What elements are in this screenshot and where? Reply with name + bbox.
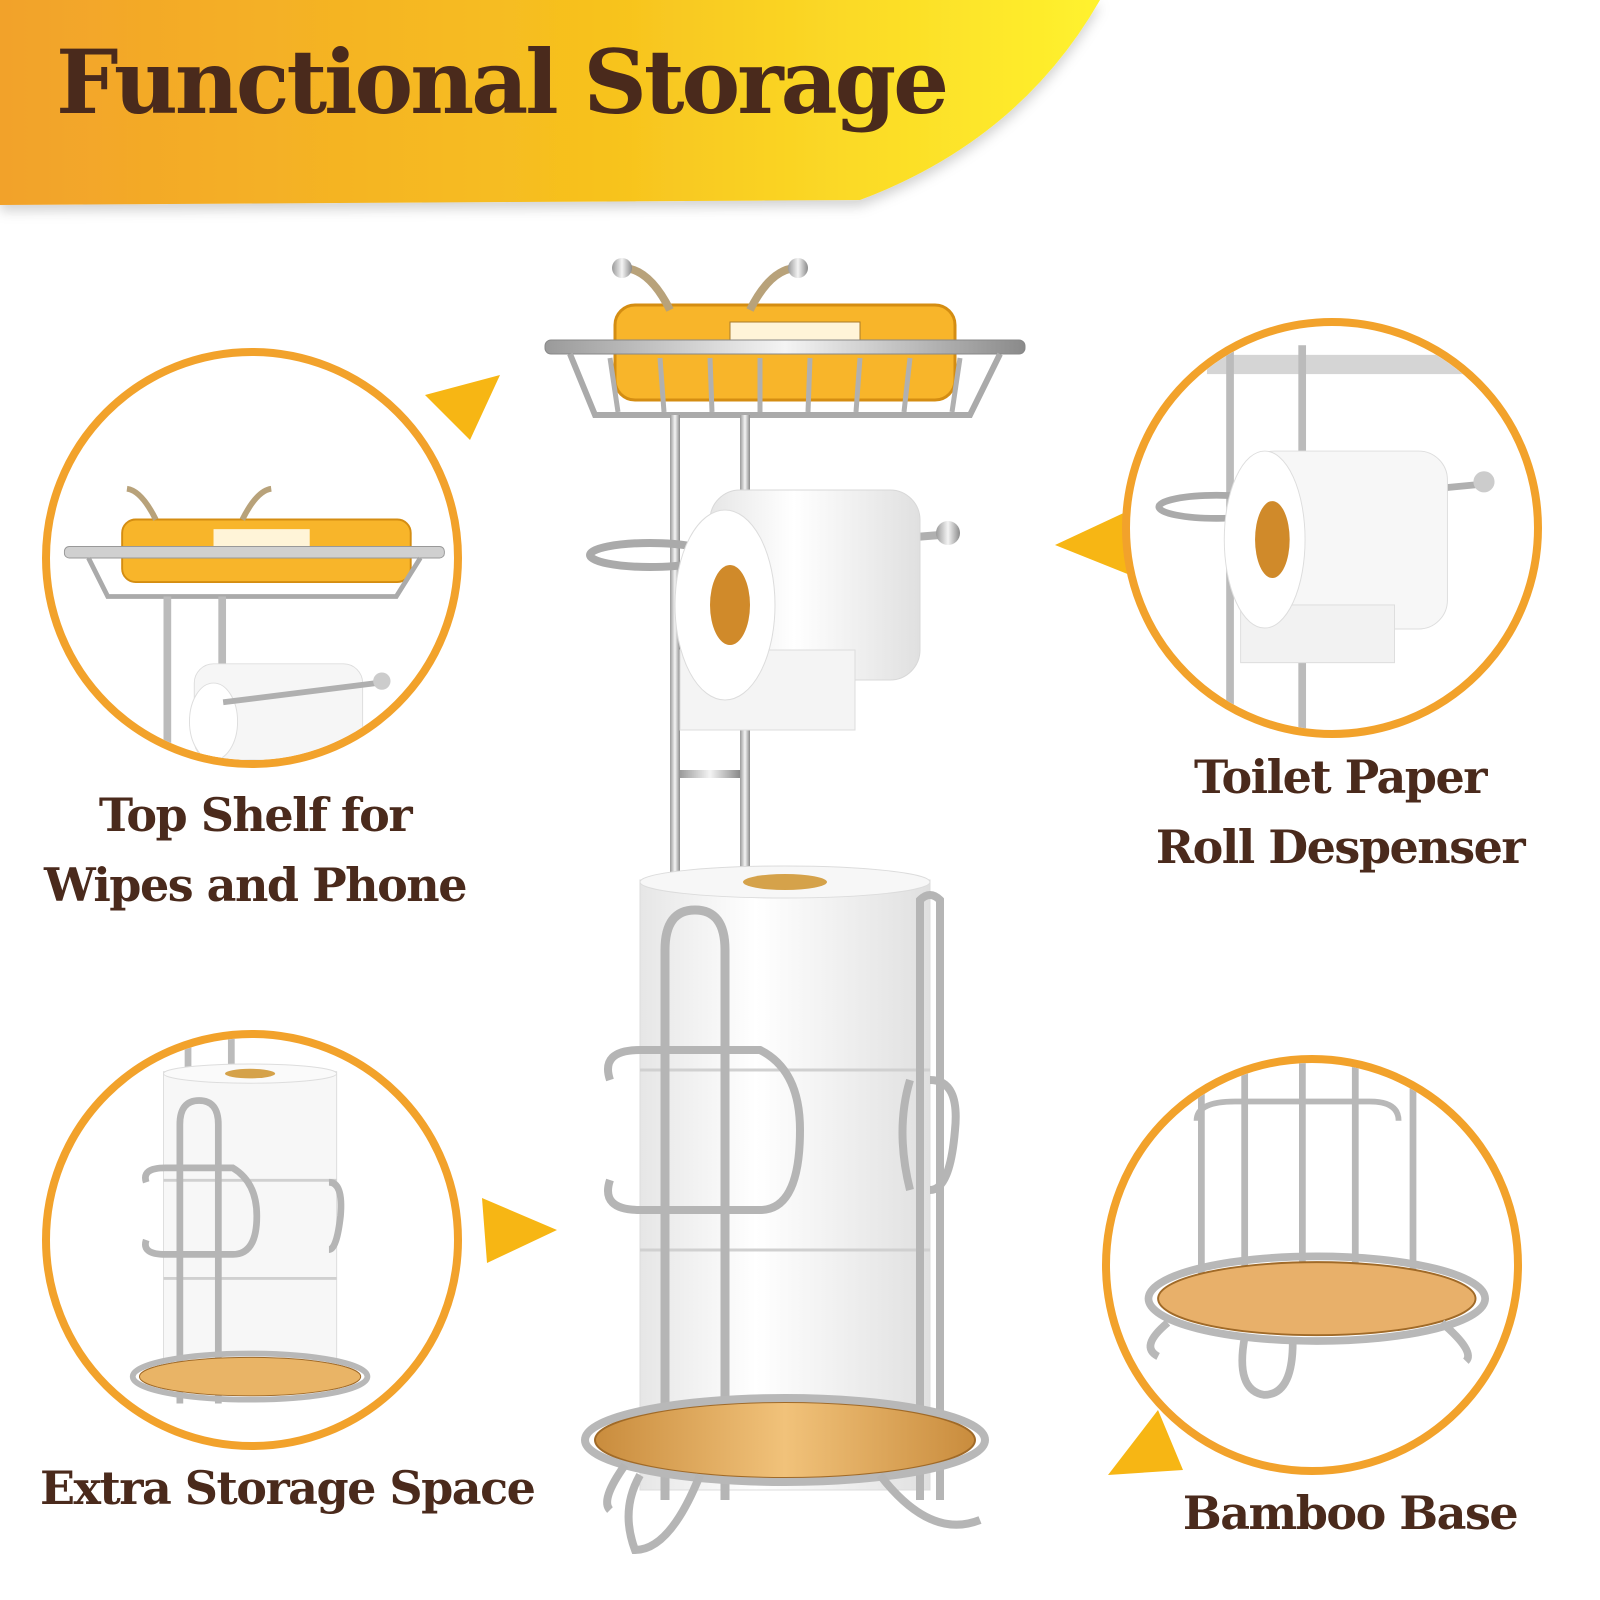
caption-bamboo-base-line1: Bamboo Base bbox=[1182, 1486, 1519, 1540]
pointer-arrow-bottom-right bbox=[1108, 1410, 1183, 1475]
caption-extra-storage-line1: Extra Storage Space bbox=[40, 1461, 536, 1515]
detail-circle-roll-dispenser bbox=[1122, 318, 1542, 738]
page-title: Functional Storage bbox=[56, 30, 949, 134]
pointer-arrow-top-right bbox=[1055, 510, 1130, 575]
caption-top-shelf: Top Shelf for Wipes and Phone bbox=[40, 780, 470, 920]
caption-roll-dispenser-line1: Toilet Paper bbox=[1194, 750, 1487, 804]
caption-top-shelf-line1: Top Shelf for bbox=[98, 788, 413, 842]
detail-circle-extra-storage bbox=[42, 1030, 462, 1450]
storage-detail-icon bbox=[129, 1038, 371, 1404]
caption-top-shelf-line2: Wipes and Phone bbox=[43, 858, 468, 912]
bamboo-base-detail-icon bbox=[1144, 1063, 1489, 1399]
detail-circle-bamboo-base bbox=[1102, 1055, 1522, 1475]
caption-roll-dispenser-line2: Roll Despenser bbox=[1155, 820, 1526, 874]
shelf-detail-icon bbox=[63, 485, 445, 760]
detail-circle-top-shelf bbox=[42, 348, 462, 768]
pointer-arrow-top-left bbox=[425, 375, 500, 440]
toilet-paper-stand-image bbox=[544, 258, 1026, 1555]
caption-roll-dispenser: Toilet Paper Roll Despenser bbox=[1150, 742, 1530, 882]
caption-bamboo-base: Bamboo Base bbox=[1160, 1478, 1540, 1548]
caption-extra-storage: Extra Storage Space bbox=[40, 1453, 536, 1523]
pointer-arrow-bottom-left bbox=[482, 1198, 557, 1263]
roll-dispenser-detail-icon bbox=[1155, 345, 1534, 730]
header-banner bbox=[0, 0, 1100, 205]
